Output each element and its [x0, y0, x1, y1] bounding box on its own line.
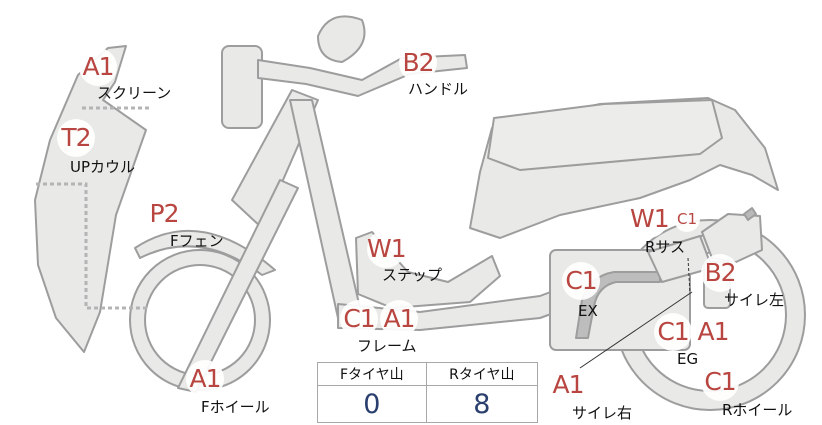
muffler-right-code-marker[interactable]: A1	[549, 366, 587, 404]
r-sus-code-marker[interactable]: W1	[630, 200, 670, 238]
f-wheel-code-marker[interactable]: A1	[186, 360, 224, 398]
down-tube-shape	[289, 99, 361, 319]
step-label: ステップ	[382, 266, 443, 284]
f-wheel-label: Fホイール	[201, 398, 270, 416]
eg-code-marker-1[interactable]: C1	[654, 313, 692, 351]
tail-stub-shape	[743, 207, 757, 221]
handle-code-marker[interactable]: B2	[399, 44, 437, 82]
cowl-seam-middle	[36, 182, 150, 310]
handle-label: ハンドル	[408, 80, 469, 98]
muffler-right-label: サイレ右	[572, 404, 633, 422]
tread-value-row: 0 8	[317, 385, 539, 423]
ex-label: EX	[578, 302, 598, 320]
r-wheel-code-marker[interactable]: C1	[701, 363, 739, 401]
headlight-shape	[221, 45, 263, 129]
up-cowl-label: UPカウル	[70, 158, 136, 176]
tire-tread-table: Fタイヤ山 Rタイヤ山 0 8	[317, 362, 539, 423]
muffler-right-leader	[579, 291, 693, 369]
f-fender-code-marker[interactable]: P2	[145, 195, 183, 233]
ex-code-marker[interactable]: C1	[562, 262, 600, 300]
screen-code-marker[interactable]: A1	[79, 48, 117, 86]
f-fender-label: Fフェン	[170, 232, 224, 250]
screen-label: スクリーン	[97, 84, 172, 102]
r-sus-label: Rサス	[645, 238, 686, 256]
frame-code-marker-1[interactable]: C1	[340, 300, 378, 338]
muffler-left-label: サイレ左	[724, 291, 785, 309]
up-cowl-code-marker[interactable]: T2	[57, 119, 95, 157]
tread-header-row: Fタイヤ山 Rタイヤ山	[317, 362, 539, 386]
r-wheel-label: Rホイール	[722, 401, 793, 419]
muffler-left-code-marker[interactable]: B2	[701, 254, 739, 292]
frame-code-marker-2[interactable]: A1	[380, 300, 418, 338]
step-code-marker[interactable]: W1	[367, 230, 407, 268]
seat-shape	[487, 99, 723, 171]
front-tread-header: Fタイヤ山	[317, 362, 427, 386]
front-tread-value[interactable]: 0	[317, 385, 427, 423]
rear-tread-value[interactable]: 8	[425, 385, 539, 423]
muffler-right-leader-2	[687, 257, 691, 295]
mirror-shape	[317, 15, 366, 63]
frame-label: フレーム	[357, 337, 417, 355]
rear-tread-header: Rタイヤ山	[425, 362, 539, 386]
eg-label: EG	[677, 350, 699, 368]
front-fender-shape	[134, 229, 276, 276]
r-sus-sub-code-marker[interactable]: C1	[674, 206, 700, 232]
eg-code-marker-2[interactable]: A1	[694, 313, 732, 351]
